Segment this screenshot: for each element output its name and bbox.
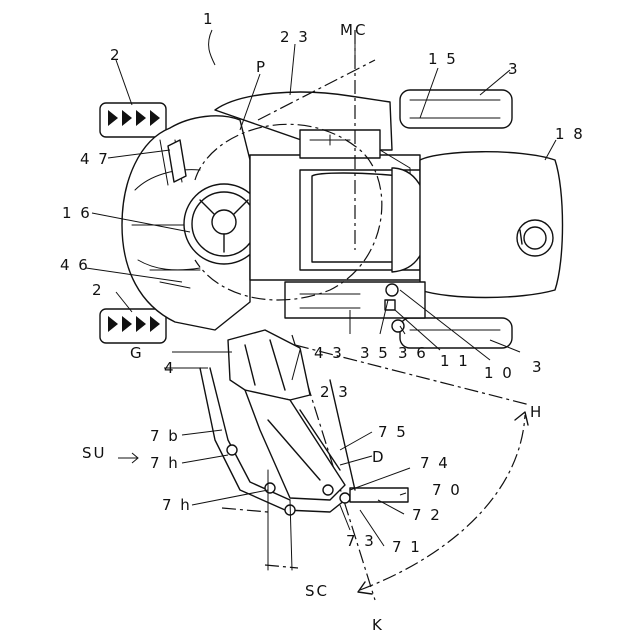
label-43: 4 3 [314, 344, 344, 362]
front-wheel-bottom [100, 309, 166, 343]
label-36: 3 6 [398, 344, 428, 362]
label-SU: SU [82, 444, 107, 462]
label-11: 1 1 [440, 352, 470, 370]
label-46: 4 6 [60, 256, 90, 274]
label-2-top: 2 [110, 46, 122, 64]
label-3-bottom: 3 [532, 358, 544, 376]
label-75: 7 5 [378, 423, 408, 441]
label-70: 7 0 [432, 481, 462, 499]
label-2-bottom: 2 [92, 281, 104, 299]
label-15: 1 5 [428, 50, 458, 68]
label-73: 7 3 [346, 532, 376, 550]
label-7h-b: 7 h [162, 496, 192, 514]
label-16: 1 6 [62, 204, 92, 222]
label-1: 1 [203, 10, 215, 28]
label-H: H [530, 403, 543, 421]
label-4: 4 [164, 359, 176, 377]
front-wheel-top [100, 103, 166, 137]
label-74: 7 4 [420, 454, 450, 472]
label-23-bottom: 2 3 [320, 383, 350, 401]
label-71: 7 1 [392, 538, 422, 556]
label-7h-a: 7 h [150, 454, 180, 472]
label-10: 1 0 [484, 364, 514, 382]
label-K: K [372, 616, 384, 634]
label-D: D [372, 448, 386, 466]
label-G: G [130, 344, 144, 362]
lower-frame [285, 282, 425, 318]
label-MC: MC [340, 21, 367, 39]
label-P: P [256, 58, 267, 76]
rear-wheel-top [400, 90, 512, 128]
label-18: 1 8 [555, 125, 585, 143]
label-47: 4 7 [80, 150, 110, 168]
label-35: 3 5 [360, 344, 390, 362]
label-72: 7 2 [412, 506, 442, 524]
label-SC: SC [305, 582, 329, 600]
label-23-top: 2 3 [280, 28, 310, 46]
label-3-top: 3 [508, 60, 520, 78]
label-7b: 7 b [150, 427, 180, 445]
